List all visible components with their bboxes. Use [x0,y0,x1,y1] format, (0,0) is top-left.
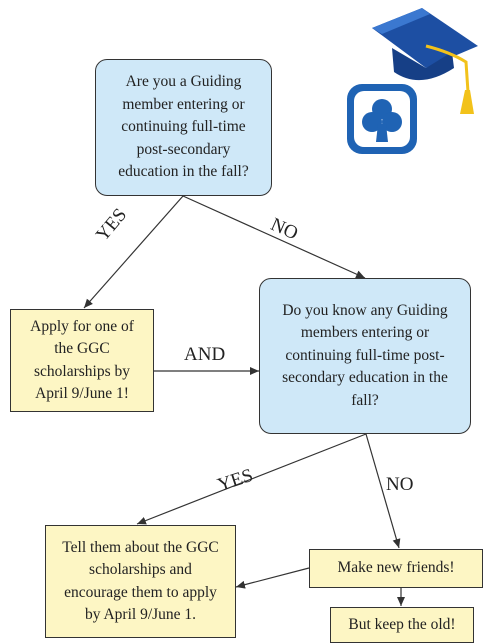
keep-old-box: But keep the old! [330,607,474,643]
apply-box: Apply for one of the GGC scholarships by… [10,309,154,412]
label-and: AND [184,344,226,365]
arrow-q2-yes [136,433,367,525]
trefoil-logo-icon [347,84,417,154]
arrow-friends-tell [235,567,310,589]
question-1-box: Are you a Guiding member entering or con… [95,59,272,196]
tell-them-box: Tell them about the GGC scholarships and… [45,525,236,638]
arrow-q1-yes [83,195,184,309]
question-2-text: Do you know any Guiding members entering… [282,301,448,409]
graduation-cap-icon [372,8,478,114]
make-friends-text: Make new friends! [337,559,455,577]
question-1-text: Are you a Guiding member entering or con… [118,73,249,181]
arrow-q1-no [182,195,366,279]
make-friends-box: Make new friends! [309,549,483,588]
keep-old-text: But keep the old! [348,615,456,633]
label-no-2: NO [386,474,414,495]
tell-them-text: Tell them about the GGC scholarships and… [62,538,219,623]
arrow-q2-no [365,433,401,549]
question-2-box: Do you know any Guiding members entering… [259,278,471,434]
apply-text: Apply for one of the GGC scholarships by… [30,317,134,402]
